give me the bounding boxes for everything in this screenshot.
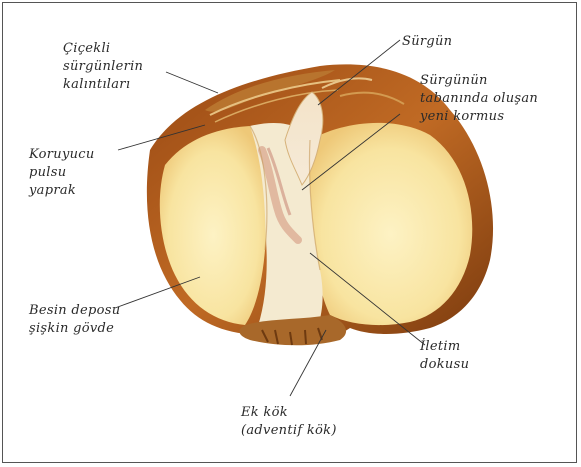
left-flesh bbox=[160, 126, 267, 325]
label-flower-shoot-remains: Çiçekli sürgünlerin kalıntıları bbox=[63, 40, 143, 94]
label-shoot: Sürgün bbox=[402, 33, 452, 51]
label-new-corm: Sürgünün tabanında oluşan yeni kormus bbox=[420, 72, 538, 126]
label-vascular-tissue: İletim dokusu bbox=[420, 338, 469, 374]
label-protective-scale-leaf: Koruyucu pulsu yaprak bbox=[29, 146, 95, 200]
label-adventitious-root: Ek kök (adventif kök) bbox=[241, 404, 337, 440]
right-flesh bbox=[309, 123, 472, 325]
label-food-storage-stem: Besin deposu şişkin gövde bbox=[29, 302, 120, 338]
